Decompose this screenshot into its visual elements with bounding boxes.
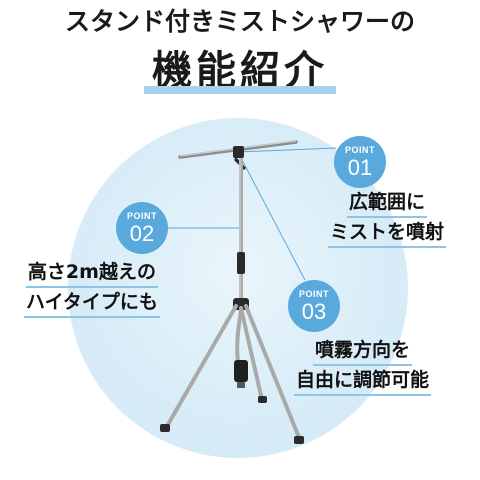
point-03-caption: 噴霧方向を 自由に調節可能 — [294, 336, 432, 396]
point-label: POINT — [298, 289, 329, 299]
headline: スタンド付きミストシャワーの — [64, 7, 415, 36]
tripod-leg-back — [239, 306, 264, 402]
caption-line: 広範囲に — [347, 188, 428, 218]
point-number: 01 — [347, 155, 373, 180]
point-01-caption: 広範囲に ミストを噴射 — [328, 188, 447, 248]
caption-line: 噴霧方向を — [313, 336, 413, 366]
caption-line: ミストを噴射 — [328, 218, 447, 248]
point-02-caption: 高さ2m越えの ハイタイプにも — [24, 258, 160, 318]
tripod-leg-left — [164, 304, 238, 430]
point-number: 02 — [129, 221, 155, 246]
leader-line-03 — [239, 155, 306, 281]
caption-line: 自由に調節可能 — [294, 366, 432, 396]
caption-line: ハイタイプにも — [24, 288, 160, 318]
title-underline — [144, 86, 336, 94]
point-01-badge: POINT 01 — [334, 136, 386, 188]
point-label: POINT — [126, 211, 157, 221]
point-label: POINT — [344, 145, 375, 155]
top-joint — [233, 146, 244, 158]
point-03-badge: POINT 03 — [288, 280, 340, 332]
pole-connector — [237, 252, 245, 274]
hose-tube — [235, 309, 243, 363]
caption-line: 高さ2m越えの — [25, 258, 158, 288]
leader-line-01 — [237, 147, 337, 153]
point-02-badge: POINT 02 — [116, 202, 168, 254]
point-number: 03 — [301, 299, 327, 324]
tripod-leg-right — [244, 304, 302, 442]
hose-connector — [234, 360, 248, 382]
